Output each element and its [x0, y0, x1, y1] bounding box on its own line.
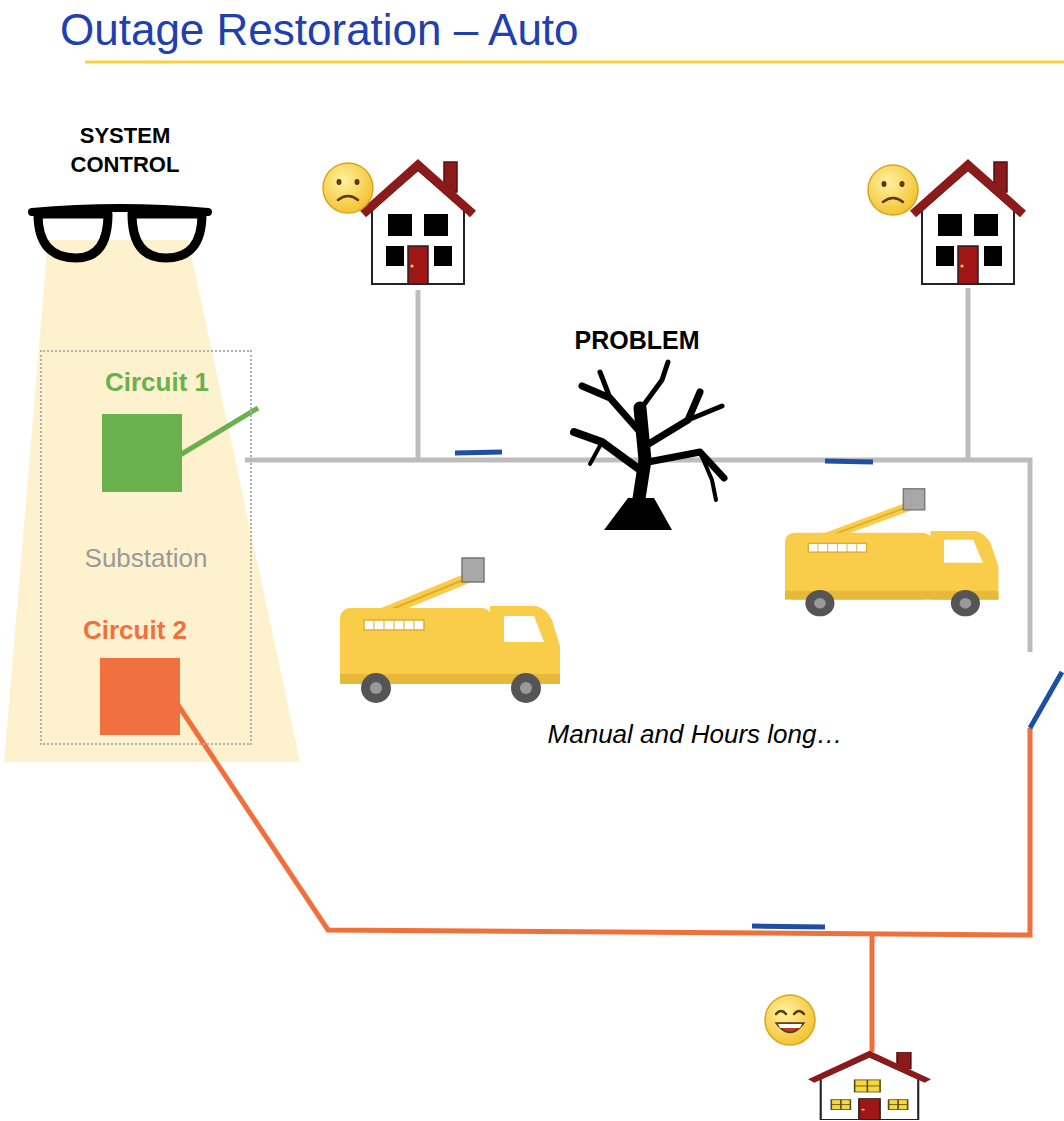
- page-title: Outage Restoration – Auto: [60, 4, 579, 56]
- circuit-label: Circuit 1: [82, 364, 232, 400]
- system-label: SYSTEM CONTROL: [30, 122, 220, 179]
- glasses-icon: [32, 208, 208, 258]
- dark-house: [363, 162, 473, 284]
- circuit-1-line: [245, 288, 1030, 652]
- switch: [455, 452, 1062, 927]
- circuit-1-feeder: [180, 408, 258, 455]
- control-beam: [4, 240, 300, 762]
- circuit-breaker: [102, 414, 182, 492]
- note-label: Manual and Hours long…: [455, 718, 935, 752]
- circuit-2-line: [178, 705, 1030, 1052]
- substation-box: Substation Circuit 1 Circuit 2: [40, 350, 252, 745]
- bucket-truck: [340, 558, 560, 703]
- circuit-breaker: [100, 658, 180, 735]
- circuit-box: Circuit 1: [82, 364, 232, 494]
- happy-face: [765, 995, 815, 1045]
- sad-face: [868, 165, 918, 215]
- circuit-box: Circuit 2: [60, 612, 210, 737]
- lit-house: [811, 1052, 928, 1119]
- title-rule: [85, 61, 1064, 64]
- sad-face: [323, 163, 373, 213]
- circuit-label: Circuit 2: [60, 612, 210, 648]
- substation-label: Substation: [42, 540, 250, 576]
- bucket-truck: [785, 489, 998, 617]
- problem-label: PROBLEM: [527, 324, 747, 357]
- dark-house: [913, 162, 1023, 284]
- fallen-tree: [574, 362, 724, 530]
